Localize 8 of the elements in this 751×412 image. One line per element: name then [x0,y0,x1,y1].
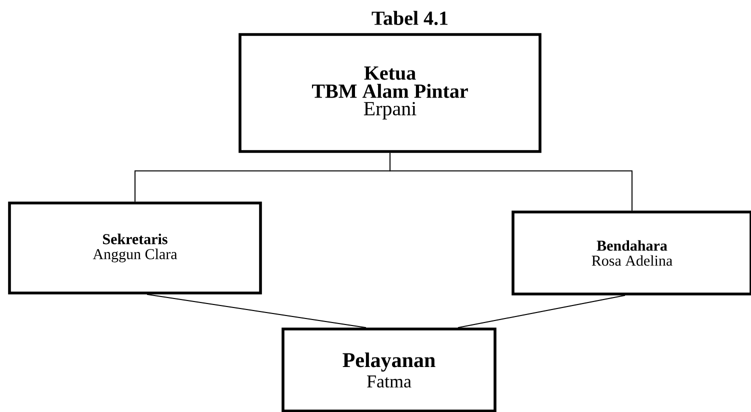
connector-line [146,294,366,328]
connector-line [458,294,626,328]
role-box: Pelayanan Fatma [282,328,496,412]
role-box: Ketua TBM Alam Pintar Erpani [238,33,542,153]
title: Tabel 4.1 [372,10,448,26]
connector-line [390,152,632,212]
role-box: Sekretaris Anggun Clara [8,202,262,294]
role-box: Bendahara Rosa Adelina [512,210,751,296]
